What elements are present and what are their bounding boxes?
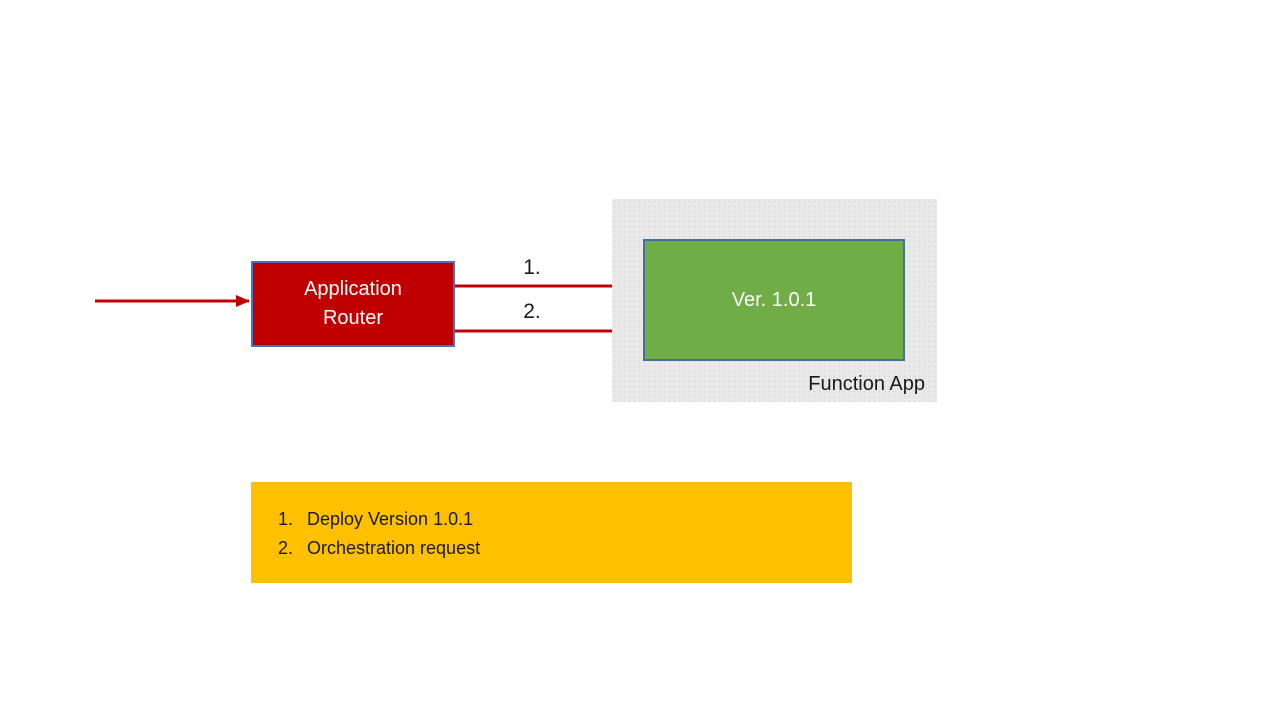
legend-item: 1. Deploy Version 1.0.1 [278,505,852,534]
router-label-line1: Application [304,278,402,300]
legend-item-number: 2. [278,538,294,558]
legend-item: 2. Orchestration request [278,534,852,563]
legend-item-text: Orchestration request [307,538,481,558]
legend-item-text: Deploy Version 1.0.1 [307,509,474,529]
legend-item-number: 1. [278,509,294,529]
version-box-label: Ver. 1.0.1 [731,288,817,311]
application-router-box: Application Router [251,261,455,347]
function-app-label: Function App [808,373,925,395]
arrow1-number-label: 1. [523,256,541,279]
legend-box: 1. Deploy Version 1.0.1 2. Orchestration… [251,482,852,583]
arrow2-number-label: 2. [523,300,541,323]
router-label-line2: Router [322,307,384,329]
version-box: Ver. 1.0.1 [643,239,905,361]
